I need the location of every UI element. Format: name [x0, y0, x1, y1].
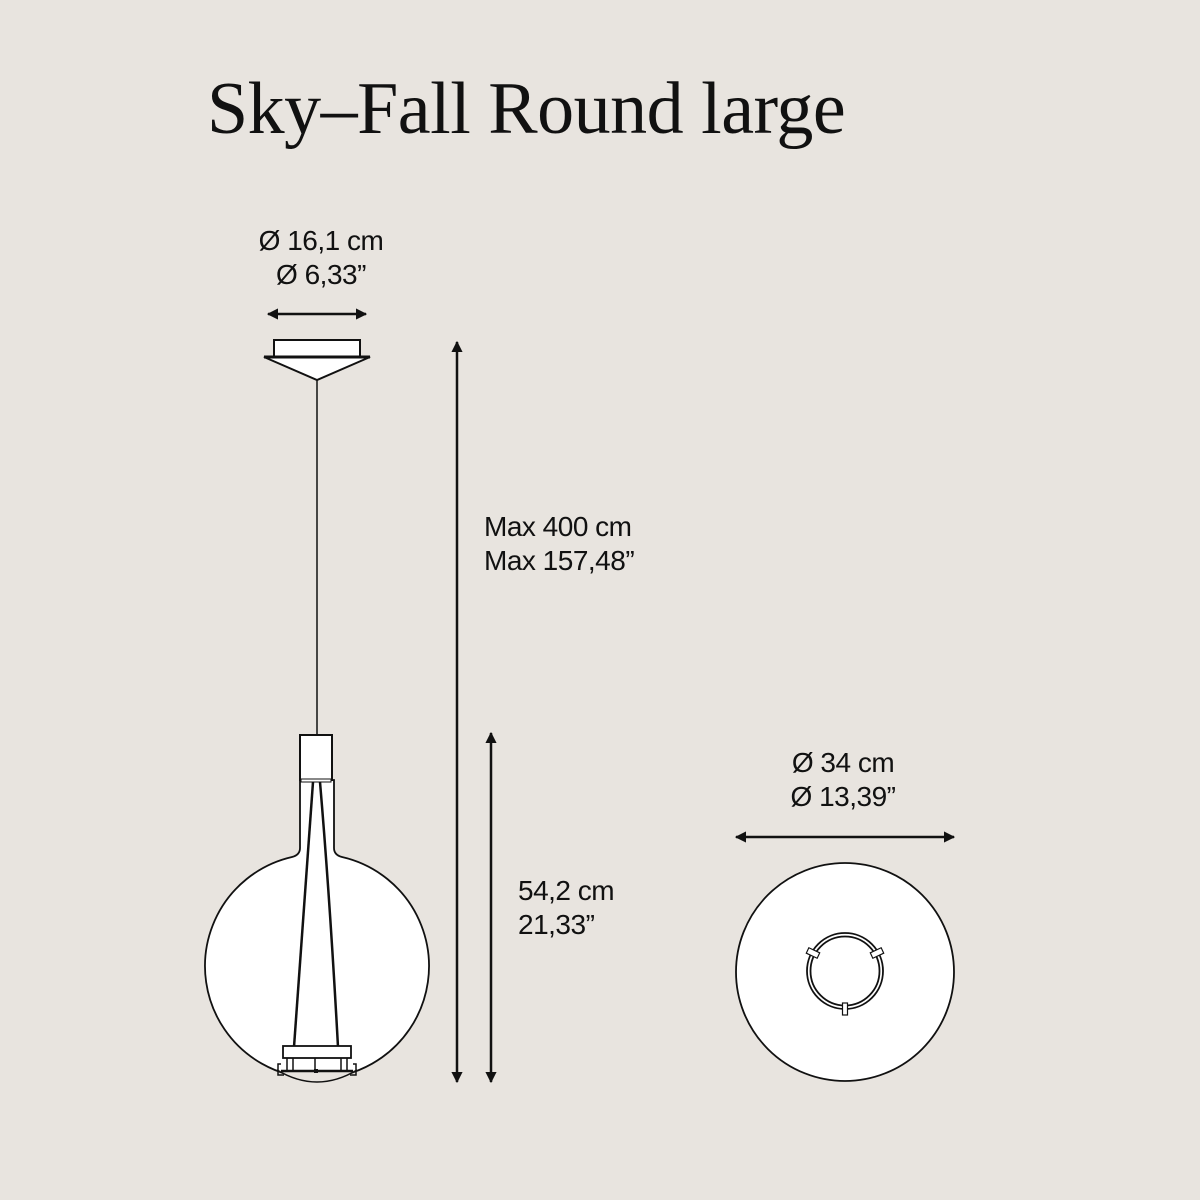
canopy-diameter-label: Ø 16,1 cm Ø 6,33”: [236, 224, 406, 292]
ceiling-canopy-icon: [263, 339, 371, 382]
body-height-imperial: 21,33”: [518, 909, 595, 940]
globe-outline-bottom: [735, 862, 955, 1082]
body-diameter-imperial: Ø 13,39”: [790, 781, 896, 812]
canopy-diameter-imperial: Ø 6,33”: [276, 259, 366, 290]
bottom-fitting-icon: [277, 1045, 357, 1076]
side-elevation: [204, 339, 430, 1083]
glass-globe: [204, 779, 430, 1079]
cable-connector: [299, 734, 333, 781]
canopy-diameter-metric: Ø 16,1 cm: [258, 225, 384, 256]
ring-clip-icon: [805, 946, 885, 1016]
bottom-view: [735, 862, 955, 1082]
body-diameter-label: Ø 34 cm Ø 13,39”: [758, 746, 928, 814]
body-diameter-metric: Ø 34 cm: [791, 747, 895, 778]
body-height-label: 54,2 cm 21,33”: [518, 874, 615, 942]
body-height-metric: 54,2 cm: [518, 875, 615, 906]
max-height-imperial: Max 157,48”: [484, 545, 635, 576]
max-height-metric: Max 400 cm: [484, 511, 632, 542]
product-title: Sky–Fall Round large: [207, 68, 846, 150]
max-height-label: Max 400 cm Max 157,48”: [484, 510, 635, 578]
